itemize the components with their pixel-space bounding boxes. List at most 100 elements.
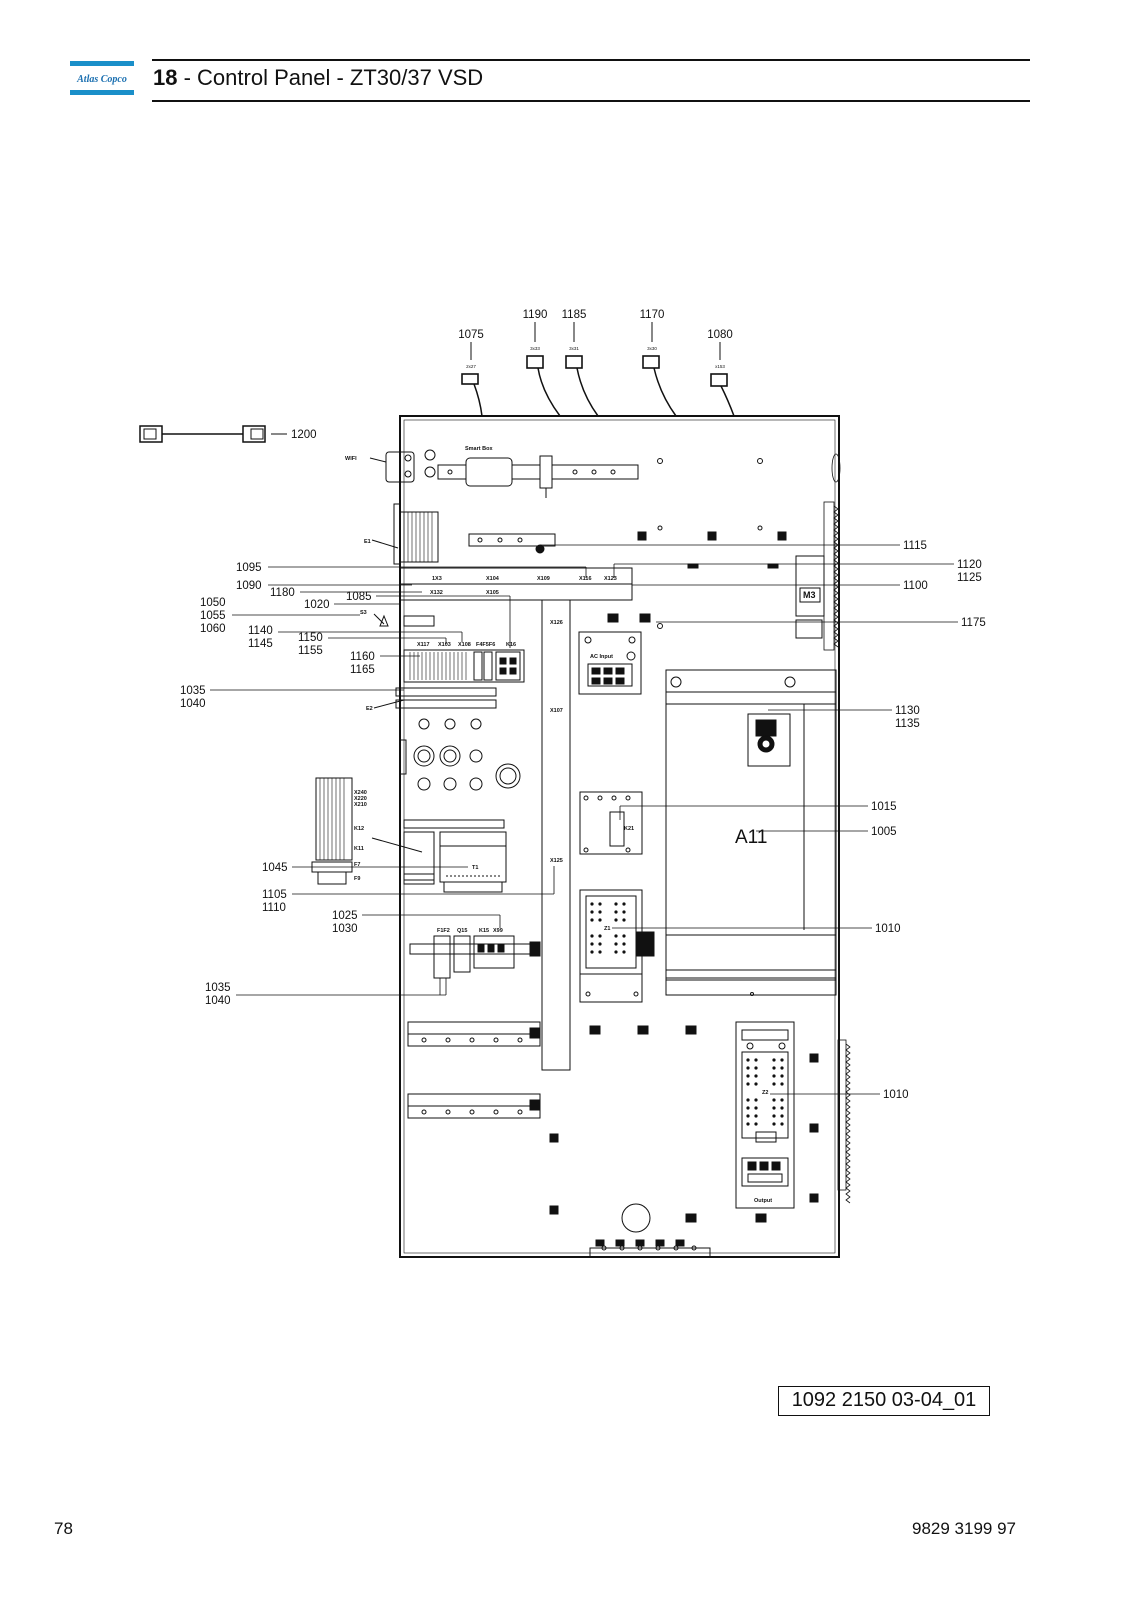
connector-code-1075: 2x27 xyxy=(466,364,476,369)
label-e1: E1 xyxy=(364,539,371,545)
label-x105: X105 xyxy=(486,590,499,596)
relay-k21: K21 xyxy=(579,791,643,855)
wifi-module: WIFI xyxy=(345,451,415,483)
callout-1005: 1005 xyxy=(871,826,897,838)
label-k12: K12 xyxy=(354,826,364,832)
label-x108: X108 xyxy=(458,642,471,648)
section-separator: - xyxy=(177,65,198,90)
callout-1120: 1120 xyxy=(957,559,982,571)
label-k11: K11 xyxy=(354,846,364,852)
label-x210: X210 xyxy=(354,802,367,808)
callout-1150: 1150 xyxy=(298,632,323,644)
terminal-block-left: X240 X220 X210 K12 K11 F7 F9 xyxy=(311,777,505,885)
callout-1050: 1050 xyxy=(200,597,226,609)
callout-1090: 1090 xyxy=(236,580,262,592)
label-x104: X104 xyxy=(486,576,500,582)
ac-input-block: AC Input xyxy=(578,613,663,695)
callout-1135: 1135 xyxy=(895,718,920,730)
callout-1180: 1180 xyxy=(270,587,295,599)
callout-1075: 1075 xyxy=(458,329,484,341)
callout-1130: 1130 xyxy=(895,705,920,717)
callout-1015: 1015 xyxy=(871,801,897,813)
label-x103: X103 xyxy=(438,642,451,648)
label-m3: M3 xyxy=(803,590,816,600)
callout-1185: 1185 xyxy=(562,309,587,321)
section-title-text: Control Panel - ZT30/37 VSD xyxy=(197,65,484,90)
filter-z2: Z2 Output xyxy=(735,1021,795,1209)
label-e2: E2 xyxy=(366,706,373,712)
transformer-t1: T1 xyxy=(439,831,507,893)
label-x240: X240 xyxy=(354,790,367,796)
connector-plug xyxy=(565,355,583,369)
label-f7: F7 xyxy=(354,862,360,868)
label-t1: T1 xyxy=(472,865,478,871)
drawing-reference: 1092 2150 03-04_01 xyxy=(778,1386,990,1416)
label-ac-input: AC Input xyxy=(590,654,613,660)
callout-1165: 1165 xyxy=(350,664,375,676)
callout-1040-lower: 1040 xyxy=(205,995,231,1007)
top-connectors: 1075 2x27 1190 3x33 1185 3x31 1170 3x30 … xyxy=(458,309,735,417)
label-smart-box: Smart Box xyxy=(465,446,493,452)
callout-1045: 1045 xyxy=(262,862,288,874)
label-x132: X132 xyxy=(430,590,443,596)
label-x107: X107 xyxy=(550,708,563,714)
filter-z1: Z1 xyxy=(579,889,655,1003)
terminal-block-lower: F1F2 Q15 K15 X99 xyxy=(409,928,541,979)
section-number: 18 xyxy=(153,65,178,90)
label-x117: X117 xyxy=(417,642,430,648)
label-z2: Z2 xyxy=(762,1090,768,1096)
callout-1040: 1040 xyxy=(180,698,206,710)
connector-code-1170: 3x30 xyxy=(647,346,657,351)
atlas-copco-logo: Atlas Copco xyxy=(70,61,134,95)
label-f1f2: F1F2 xyxy=(437,928,450,934)
label-1x3: 1X3 xyxy=(432,576,442,582)
label-x125: X125 xyxy=(550,858,563,864)
callout-1085: 1085 xyxy=(346,591,372,603)
callout-1060: 1060 xyxy=(200,623,226,635)
switch-s3: S3 xyxy=(360,610,435,627)
callout-1010-lower: 1010 xyxy=(883,1089,909,1101)
callout-1095: 1095 xyxy=(236,562,262,574)
cabinet-bottom-details xyxy=(589,1203,711,1256)
logo-text: Atlas Copco xyxy=(76,74,127,85)
header-top-rule xyxy=(152,59,1030,61)
label-x123: X123 xyxy=(604,576,617,582)
connector-code-1080: x153 xyxy=(715,364,725,369)
callout-1175: 1175 xyxy=(961,617,986,629)
fan-m3: M3 xyxy=(795,555,825,639)
label-a11: A11 xyxy=(735,827,767,848)
callout-1080: 1080 xyxy=(707,329,733,341)
cable-duct-vertical: X126 X107 X125 xyxy=(541,599,571,1071)
label-f9: F9 xyxy=(354,876,360,882)
callout-1035-lower: 1035 xyxy=(205,982,231,994)
callout-1030: 1030 xyxy=(332,923,358,935)
header-bottom-rule xyxy=(152,100,1030,102)
callout-1020: 1020 xyxy=(304,599,330,611)
connector-plug xyxy=(461,373,479,385)
connector-plug xyxy=(710,373,728,387)
callout-1035: 1035 xyxy=(180,685,206,697)
callout-1105: 1105 xyxy=(262,889,287,901)
label-k21: K21 xyxy=(624,826,634,832)
callout-1055: 1055 xyxy=(200,610,226,622)
terminal-block-upper: X117 X103 X108 F4F5F6 K16 xyxy=(395,642,525,709)
drive-a11: A11 xyxy=(665,669,837,996)
cabinet-outline xyxy=(399,415,840,1258)
section-title: 18 - Control Panel - ZT30/37 VSD xyxy=(153,64,483,92)
document-number: 9829 3199 97 xyxy=(912,1519,1016,1538)
connector-plug xyxy=(526,355,544,369)
callout-1145: 1145 xyxy=(248,638,273,650)
label-x109: X109 xyxy=(537,576,550,582)
label-k15: K15 xyxy=(479,928,489,934)
label-x116: X116 xyxy=(579,576,592,582)
din-rail-top xyxy=(468,525,787,569)
label-x220: X220 xyxy=(354,796,367,802)
cable-duct-horizontal: 1X3 X104 X109 X116 X123 X132 X105 xyxy=(399,567,633,601)
callout-1115: 1115 xyxy=(903,540,927,552)
callout-1155: 1155 xyxy=(298,645,323,657)
din-rails-bottom xyxy=(407,1021,819,1223)
callout-1010: 1010 xyxy=(875,923,901,935)
callouts-left: 1095 1090 1180 1050 1055 1060 1020 1085 … xyxy=(180,562,587,1007)
cooling-fins xyxy=(823,453,851,1204)
